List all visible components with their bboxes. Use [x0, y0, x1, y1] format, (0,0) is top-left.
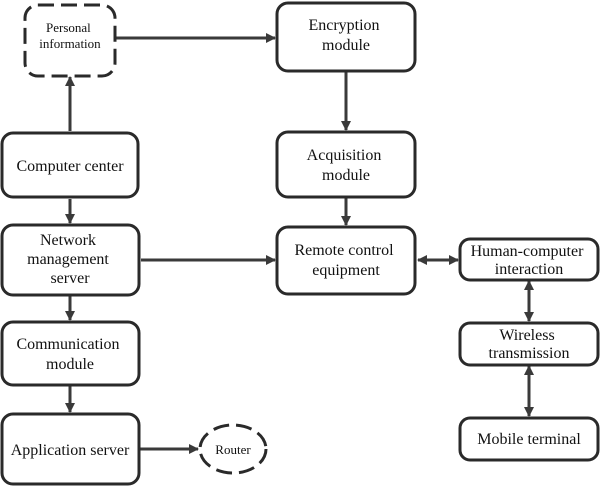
mobile-terminal-line-1: Mobile terminal	[477, 431, 581, 448]
acquisition-module-label: Acquisition module	[307, 147, 386, 184]
application-server-line-1: Application server	[11, 442, 130, 459]
wireless-transmission-box	[458, 321, 600, 367]
mobile-terminal-label: Mobile terminal	[477, 431, 581, 448]
node-computer-center: Computer center	[0, 131, 140, 199]
encryption-module-label: Encryption module	[308, 17, 383, 54]
router-line-1: Router	[215, 442, 251, 457]
router-ellipse	[198, 423, 268, 475]
wireless-transmission-label: Wireless transmission	[489, 327, 570, 362]
network-management-server-line-2: management	[27, 251, 109, 268]
personal-information-line-2: information	[39, 36, 101, 51]
personal-information-box	[23, 3, 117, 78]
remote-control-equipment-line-1: Remote control	[294, 242, 394, 259]
edges	[65, 33, 534, 454]
communication-module-label: Communication module	[16, 336, 123, 373]
application-server-label: Application server	[11, 442, 130, 459]
wireless-transmission-line-2: transmission	[489, 345, 570, 362]
node-wireless-transmission: Wireless transmission	[458, 321, 600, 367]
remote-control-equipment-box	[275, 225, 417, 296]
network-management-server-line-3: server	[50, 270, 90, 287]
human-computer-interaction-box	[458, 237, 600, 282]
network-management-server-box	[0, 223, 141, 297]
remote-control-equipment-line-2: equipment	[312, 262, 380, 279]
human-computer-interaction-line-1: Human-computer	[471, 243, 585, 260]
computer-center-box	[0, 131, 140, 199]
node-personal-information: Personal information	[23, 3, 117, 78]
encryption-module-box	[275, 1, 417, 73]
wireless-transmission-line-1: Wireless	[499, 327, 554, 344]
node-human-computer-interaction: Human-computer interaction	[458, 237, 600, 282]
application-server-box	[0, 412, 141, 486]
node-remote-control-equipment: Remote control equipment	[275, 225, 417, 296]
node-communication-module: Communication module	[0, 320, 141, 387]
personal-information-label: Personal information	[39, 20, 101, 51]
router-label: Router	[215, 442, 251, 457]
node-acquisition-module: Acquisition module	[275, 130, 417, 199]
mobile-terminal-box	[458, 416, 600, 462]
acquisition-module-box	[275, 130, 417, 199]
communication-module-box	[0, 320, 141, 387]
node-encryption-module: Encryption module	[275, 1, 417, 73]
communication-module-line-2: module	[46, 356, 94, 373]
network-management-server-line-1: Network	[40, 232, 96, 249]
encryption-module-line-2: module	[322, 37, 370, 54]
network-management-server-label: Network management server	[27, 232, 113, 287]
node-mobile-terminal: Mobile terminal	[458, 416, 600, 462]
computer-center-line-1: Computer center	[16, 158, 124, 175]
encryption-module-line-1: Encryption	[308, 17, 379, 34]
human-computer-interaction-line-2: interaction	[495, 261, 563, 278]
node-router: Router	[198, 423, 268, 475]
acquisition-module-line-1: Acquisition	[307, 147, 382, 164]
computer-center-label: Computer center	[16, 158, 124, 175]
node-application-server: Application server	[0, 412, 141, 486]
acquisition-module-line-2: module	[322, 167, 370, 184]
node-network-management-server: Network management server	[0, 223, 141, 297]
human-computer-interaction-label: Human-computer interaction	[471, 243, 588, 278]
communication-module-line-1: Communication	[16, 336, 119, 353]
remote-control-equipment-label: Remote control equipment	[294, 242, 397, 279]
personal-information-line-1: Personal	[46, 20, 91, 35]
